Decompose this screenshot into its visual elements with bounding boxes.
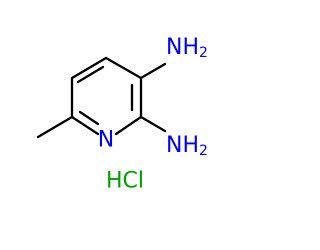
bond-c6-methyl bbox=[36, 115, 74, 139]
amine-bottom-subscript: 2 bbox=[199, 143, 208, 159]
ring-nitrogen-label: N bbox=[98, 128, 114, 153]
bond-c2-nh2-bottom bbox=[139, 115, 167, 133]
chemical-structure-diagram: N NH2 NH2 HCl bbox=[36, 35, 208, 194]
bond-c6-n1 bbox=[70, 115, 100, 136]
amine-bottom-label: NH2 bbox=[166, 133, 208, 160]
bond-c6-n1-double bbox=[78, 110, 100, 126]
bond-c4-c5 bbox=[70, 56, 108, 80]
amine-top-subscript: 2 bbox=[199, 45, 208, 61]
bond-n1-c2 bbox=[114, 115, 143, 136]
amine-top-base: NH bbox=[166, 35, 199, 60]
amine-bottom-base: NH bbox=[166, 133, 199, 158]
hcl-salt-label: HCl bbox=[106, 169, 144, 194]
bond-c3-c4 bbox=[104, 56, 143, 80]
bond-c3-nh2-top bbox=[139, 62, 167, 80]
bond-c4-c5-double bbox=[76, 65, 105, 84]
amine-top-label: NH2 bbox=[166, 35, 208, 62]
